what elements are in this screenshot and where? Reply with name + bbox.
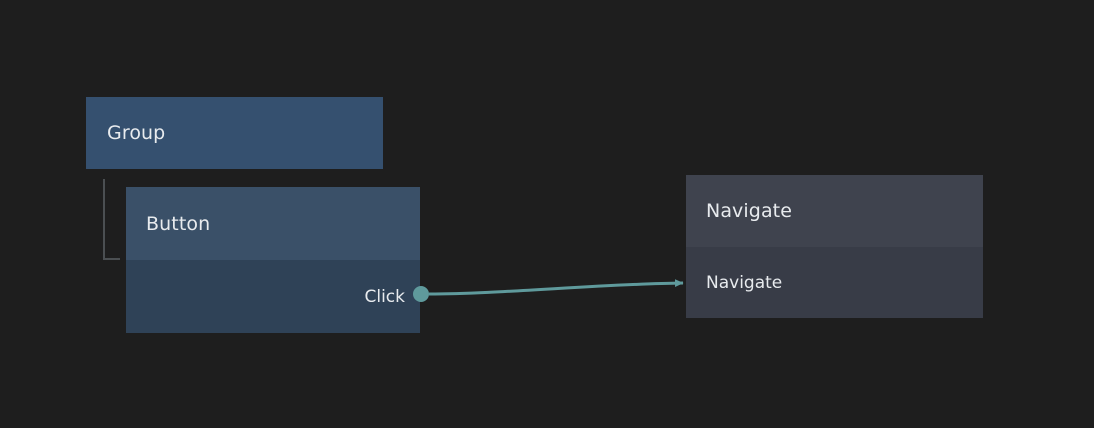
- node-navigate-body: Navigate: [686, 247, 983, 318]
- node-navigate-header[interactable]: Navigate: [686, 175, 983, 247]
- node-button-title: Button: [146, 212, 211, 235]
- node-button-body: Click: [126, 260, 420, 333]
- input-port-navigate-label: Navigate: [706, 272, 783, 293]
- node-group[interactable]: Group: [86, 97, 383, 169]
- group-child-bracket: [103, 179, 120, 260]
- node-button-header[interactable]: Button: [126, 187, 420, 260]
- node-group-title: Group: [107, 122, 166, 144]
- edge-click-to-navigate[interactable]: [428, 279, 684, 296]
- output-port-click[interactable]: Click: [364, 260, 420, 333]
- output-port-click-label: Click: [364, 286, 405, 307]
- node-navigate[interactable]: Navigate Navigate: [686, 175, 983, 318]
- node-button[interactable]: Button Click: [126, 187, 420, 333]
- node-navigate-title: Navigate: [706, 200, 793, 222]
- node-group-header[interactable]: Group: [86, 97, 383, 169]
- input-port-navigate[interactable]: Navigate: [686, 247, 782, 318]
- output-port-click-dot[interactable]: [413, 286, 429, 302]
